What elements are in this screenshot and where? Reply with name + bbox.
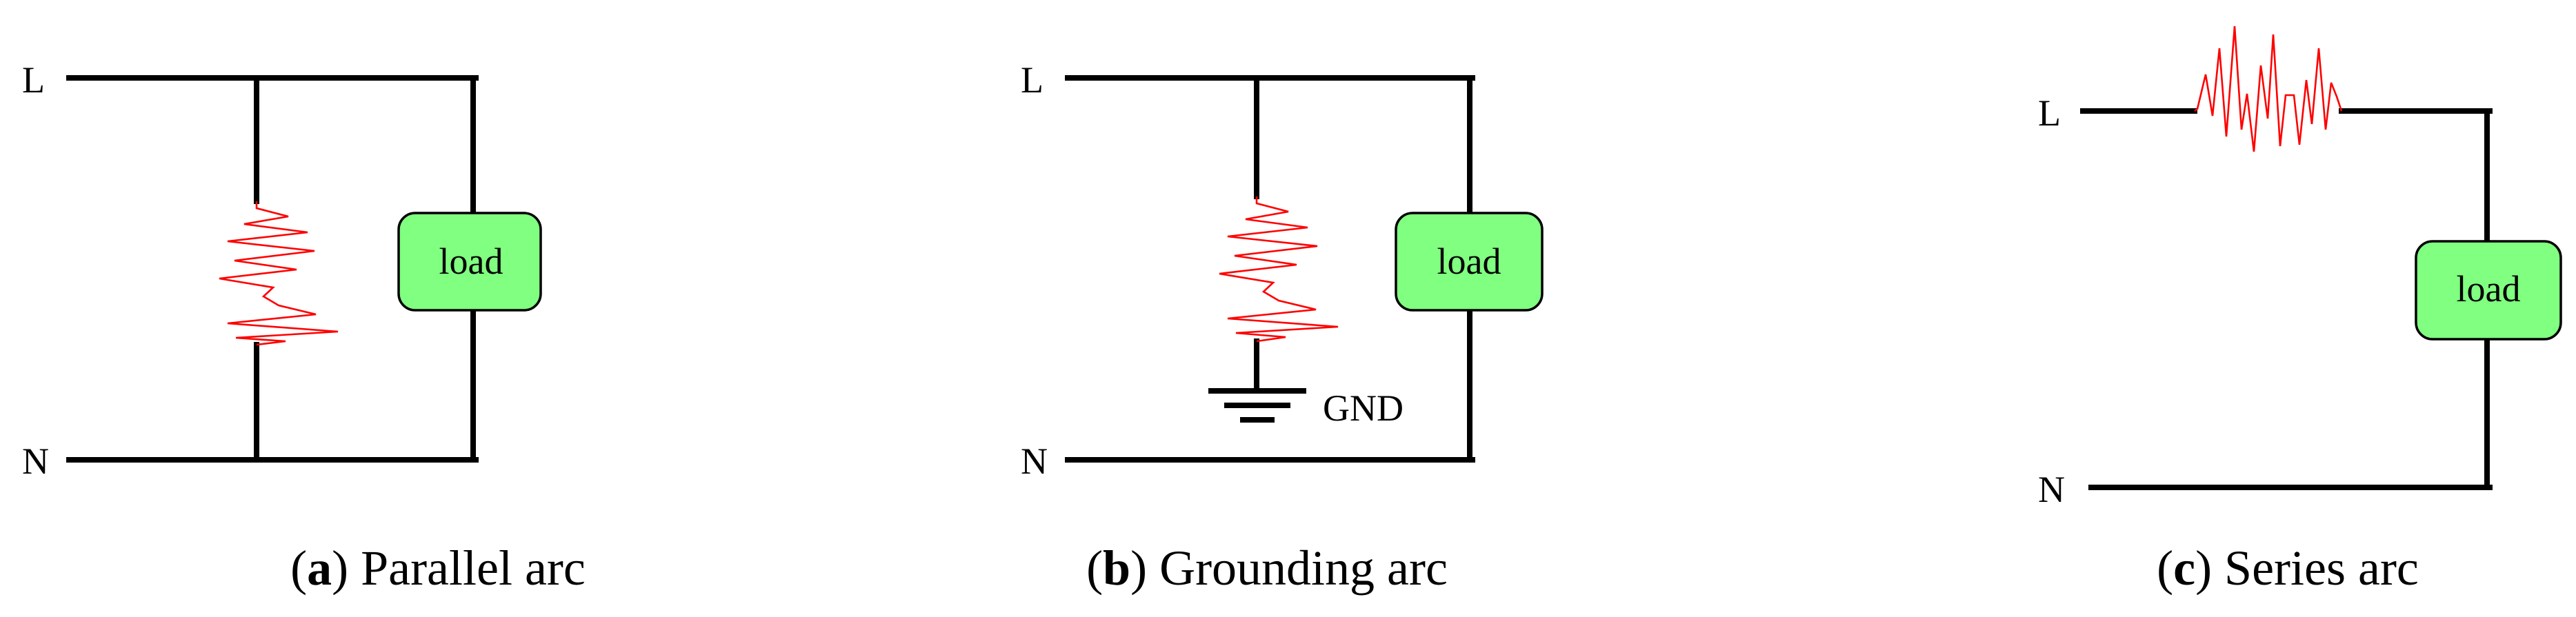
load-label: load	[1437, 241, 1501, 282]
caption-open: (	[1086, 540, 1103, 596]
terminal-live-label: L	[2038, 92, 2061, 134]
caption-text: ) Parallel arc	[332, 540, 586, 596]
caption-parallel-arc: (a) Parallel arc	[290, 540, 586, 596]
panel-grounding-arc: L N GND load (b) Grounding arc	[1021, 59, 1544, 596]
caption-open: (	[2157, 540, 2173, 596]
caption-grounding-arc: (b) Grounding arc	[1086, 540, 1448, 596]
caption-letter: c	[2173, 540, 2195, 596]
ground-label: GND	[1323, 387, 1404, 429]
panel-parallel-arc: L N load (a) Parallel arc	[22, 59, 586, 596]
load-box	[2415, 240, 2562, 341]
caption-open: (	[290, 540, 307, 596]
load-label: load	[439, 241, 503, 282]
terminal-live-label: L	[1021, 59, 1044, 101]
load-box	[397, 212, 542, 312]
terminal-neutral-label: N	[1021, 441, 1048, 482]
caption-letter: b	[1103, 540, 1130, 596]
caption-series-arc: (c) Series arc	[2157, 540, 2419, 596]
grounding-arc-symbol	[1219, 196, 1339, 343]
load-label: load	[2457, 268, 2521, 310]
caption-letter: a	[307, 540, 332, 596]
ground-symbol	[1208, 388, 1306, 423]
parallel-arc-symbol	[219, 201, 339, 346]
panel-series-arc: L N load (c) Series arc	[2038, 26, 2562, 596]
series-arc-symbol	[2194, 26, 2343, 152]
terminal-neutral-label: N	[22, 441, 49, 482]
terminal-live-label: L	[22, 59, 45, 101]
caption-text: ) Series arc	[2195, 540, 2419, 596]
caption-text: ) Grounding arc	[1130, 540, 1448, 596]
terminal-neutral-label: N	[2038, 469, 2065, 510]
load-box	[1395, 212, 1544, 312]
